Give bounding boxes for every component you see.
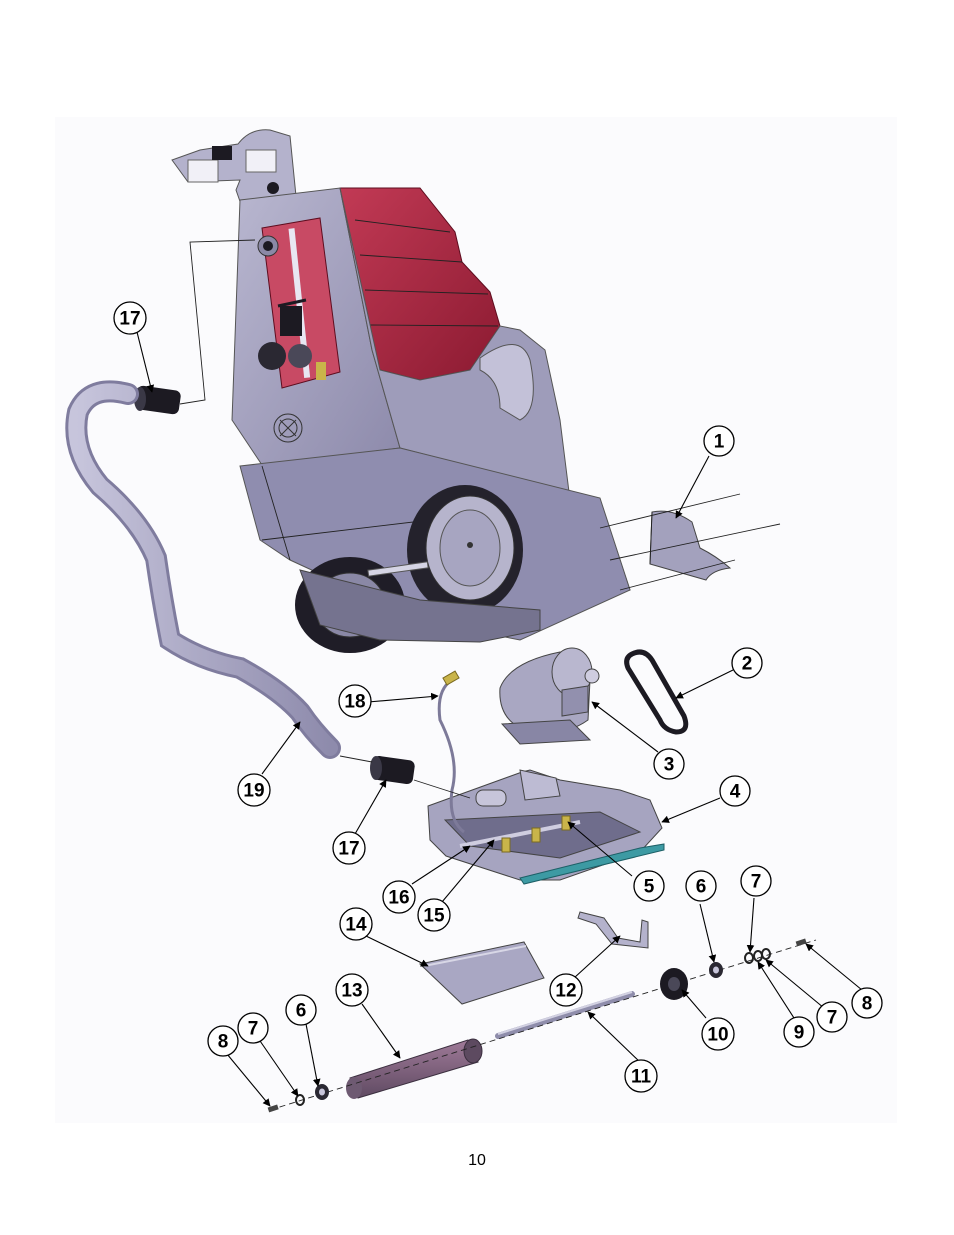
assembly-axis-line: [269, 939, 817, 1111]
part-19-vacuum-hose: [65, 380, 341, 759]
callout-9: 9: [783, 1016, 815, 1048]
callout-3: 3: [653, 748, 685, 780]
callout-19-label: 19: [243, 781, 264, 802]
callout-6-left: 6: [285, 994, 317, 1026]
part-8-screw-right: [795, 938, 807, 947]
page-number: 10: [468, 1152, 486, 1169]
callout-8-left: 8: [207, 1025, 239, 1057]
callout-13: 13: [335, 973, 369, 1007]
part-18-solution-line: [437, 670, 465, 834]
leader-lines: [136, 331, 863, 1107]
machine-body: [171, 129, 631, 653]
callout-16: 16: [382, 880, 416, 914]
callout-8-right-label: 8: [862, 994, 873, 1015]
callout-14-label: 14: [345, 915, 367, 936]
callout-15-label: 15: [423, 906, 445, 927]
callout-7-right: 7: [816, 1001, 848, 1033]
callout-6-left-label: 6: [296, 1001, 307, 1022]
callout-6-right: 6: [685, 870, 717, 902]
callout-7-right-label: 7: [827, 1008, 838, 1029]
washers-right: [744, 948, 771, 964]
part-12-bracket: [577, 911, 649, 949]
part-17-coupling-bottom: [370, 755, 415, 785]
callout-3-label: 3: [664, 755, 675, 776]
part-2-belt: [624, 649, 689, 735]
callout-18-label: 18: [344, 692, 365, 713]
callout-7-top-label: 7: [751, 872, 762, 893]
callout-16-label: 16: [388, 888, 409, 909]
callout-9-label: 9: [794, 1023, 805, 1044]
hose-connector-line: [179, 239, 256, 405]
callout-7-top: 7: [740, 865, 772, 897]
callout-1: 1: [703, 425, 735, 457]
callout-10-label: 10: [707, 1025, 728, 1046]
callout-13-label: 13: [341, 981, 362, 1002]
callout-11-label: 11: [631, 1067, 652, 1088]
part-1-side-cover: [599, 493, 781, 591]
callout-8-right: 8: [851, 987, 883, 1019]
part-10-hub: [660, 968, 688, 1000]
callout-4: 4: [719, 775, 751, 807]
callout-18: 18: [338, 684, 372, 718]
callout-10: 10: [701, 1017, 735, 1051]
callout-6-right-label: 6: [696, 877, 707, 898]
callout-2-label: 2: [742, 654, 753, 675]
callout-17-top: 17: [113, 301, 147, 335]
callout-8-left-label: 8: [218, 1032, 229, 1053]
callout-11: 11: [624, 1059, 658, 1093]
washer-left: [295, 1094, 305, 1106]
callout-7-left: 7: [237, 1012, 269, 1044]
part-13-brush-roller: [346, 1038, 483, 1099]
callout-2: 2: [731, 647, 763, 679]
part-8-screw-left: [267, 1104, 279, 1113]
callout-12-label: 12: [555, 981, 576, 1002]
part-6-bearing-left: [315, 1084, 329, 1100]
callout-4-label: 4: [730, 782, 741, 803]
callout-17-bottom-label: 17: [338, 839, 359, 860]
callout-17-top-label: 17: [119, 309, 140, 330]
callout-5: 5: [633, 870, 665, 902]
callout-1-label: 1: [714, 432, 725, 453]
part-6-bearing-right: [709, 962, 723, 978]
part-14-plate: [418, 941, 545, 1005]
callout-5-label: 5: [644, 877, 655, 898]
callout-7-left-label: 7: [248, 1019, 259, 1040]
fan-emblem-icon: [273, 413, 303, 443]
part-11-shaft: [495, 991, 635, 1039]
callout-15: 15: [417, 898, 451, 932]
callout-17-bottom: 17: [332, 831, 366, 865]
callout-12: 12: [549, 973, 583, 1007]
callout-19: 19: [237, 773, 271, 807]
callout-14: 14: [339, 907, 373, 941]
part-3-motor: [499, 647, 600, 745]
